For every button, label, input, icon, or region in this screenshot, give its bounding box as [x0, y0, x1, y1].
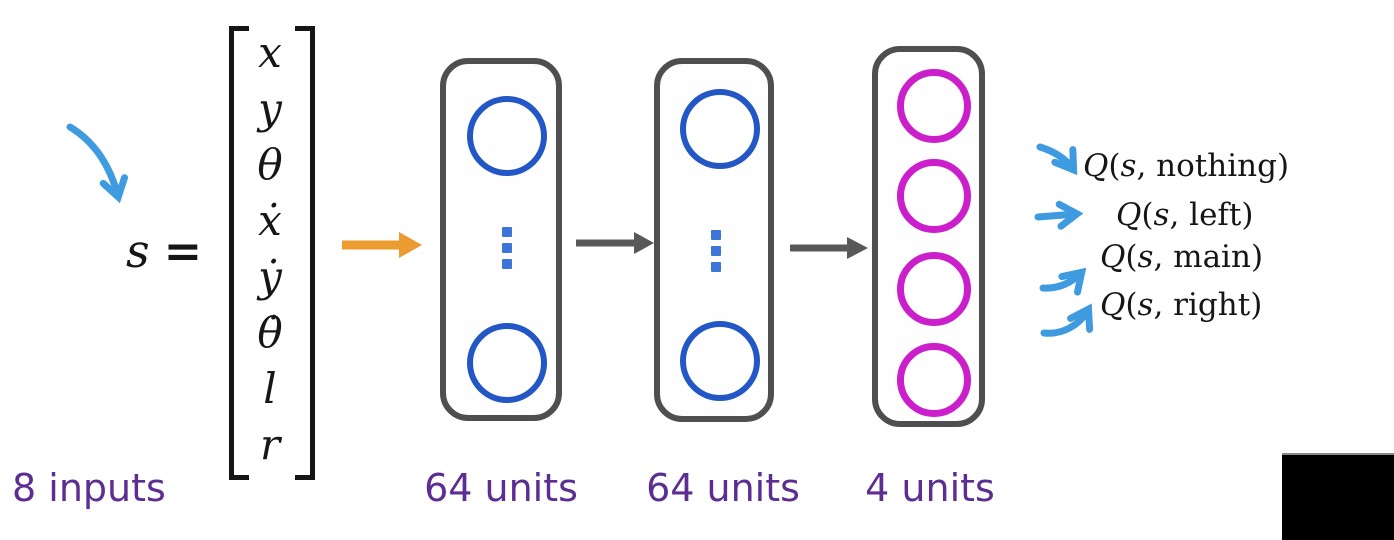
hidden1-to-hidden2-arrow-icon	[576, 232, 654, 254]
equals-sign: =	[163, 224, 203, 278]
output-layer-units-label: 4 units	[865, 466, 995, 510]
q-right-arrow-icon	[1040, 303, 1094, 337]
close-paren: )	[1241, 197, 1254, 233]
hidden-layer-1-node-bottom	[467, 323, 547, 403]
open-paren: (	[1125, 287, 1138, 323]
s-symbol: s	[1137, 239, 1154, 275]
vector-entry: l	[263, 364, 277, 413]
action-label: main	[1173, 239, 1251, 275]
input-pointer-arrow-icon	[66, 123, 129, 204]
state-equation: s=	[126, 224, 203, 278]
separator: ,	[1153, 287, 1174, 323]
q-symbol: Q	[1100, 239, 1126, 275]
close-paren: )	[1250, 287, 1263, 323]
vector-entry: r	[259, 420, 281, 469]
q-symbol: Q	[1100, 287, 1126, 323]
close-paren: )	[1250, 239, 1264, 275]
hidden-layer-1-node-top	[467, 96, 547, 176]
vector-entry: y	[258, 84, 282, 133]
open-paren: (	[1125, 239, 1138, 275]
action-label: left	[1189, 197, 1242, 233]
input-feed-arrow-icon	[342, 232, 422, 258]
video-corner-overlay	[1282, 453, 1394, 540]
hidden-layer-2-node-bottom	[680, 321, 760, 401]
action-label: right	[1173, 287, 1251, 323]
separator: ,	[1153, 239, 1174, 275]
vector-entry: x	[258, 28, 282, 77]
s-symbol: s	[1153, 197, 1170, 233]
s-symbol: s	[1137, 287, 1154, 323]
q-value-left: Q(s, left)	[1116, 197, 1253, 233]
separator: ,	[1169, 197, 1190, 233]
vector-entry: ẏ	[258, 252, 282, 301]
vector-entry: ẋ	[258, 196, 282, 245]
vector-entry: θ̇	[257, 308, 283, 357]
ellipsis-dots-icon	[502, 224, 512, 272]
q-value-main: Q(s, main)	[1100, 239, 1263, 275]
hidden-layer-2-node-top	[680, 89, 760, 169]
ellipsis-dots-icon	[711, 227, 721, 275]
hidden-layer-1	[440, 58, 562, 421]
q-symbol: Q	[1083, 148, 1109, 184]
vector-entry: θ	[257, 140, 283, 189]
open-paren: (	[1141, 197, 1154, 233]
state-vector: x y θ ẋ ẏ θ̇ l r	[234, 32, 306, 466]
vector-right-bracket	[295, 26, 315, 480]
open-paren: (	[1108, 148, 1121, 184]
separator: ,	[1136, 148, 1157, 184]
action-label: nothing	[1156, 148, 1277, 184]
vector-left-bracket	[229, 26, 249, 480]
hidden-layer-2	[654, 58, 774, 422]
q-symbol: Q	[1116, 197, 1142, 233]
state-symbol: s	[126, 224, 150, 278]
q-nothing-arrow-icon	[1036, 143, 1078, 176]
close-paren: )	[1276, 148, 1290, 184]
hidden-layer-1-units-label: 64 units	[424, 466, 578, 510]
output-layer-node-2	[897, 159, 971, 233]
output-layer	[872, 46, 985, 427]
q-value-right: Q(s, right)	[1100, 287, 1262, 323]
q-main-arrow-icon	[1039, 267, 1087, 296]
s-symbol: s	[1120, 148, 1137, 184]
hidden2-to-output-arrow-icon	[790, 237, 868, 259]
q-value-nothing: Q(s, nothing)	[1083, 148, 1289, 184]
inputs-count-label: 8 inputs	[12, 466, 166, 510]
output-layer-node-3	[897, 252, 971, 326]
output-layer-node-1	[897, 69, 971, 143]
output-layer-node-4	[897, 343, 971, 417]
hidden-layer-2-units-label: 64 units	[646, 466, 800, 510]
q-left-arrow-icon	[1034, 200, 1084, 230]
